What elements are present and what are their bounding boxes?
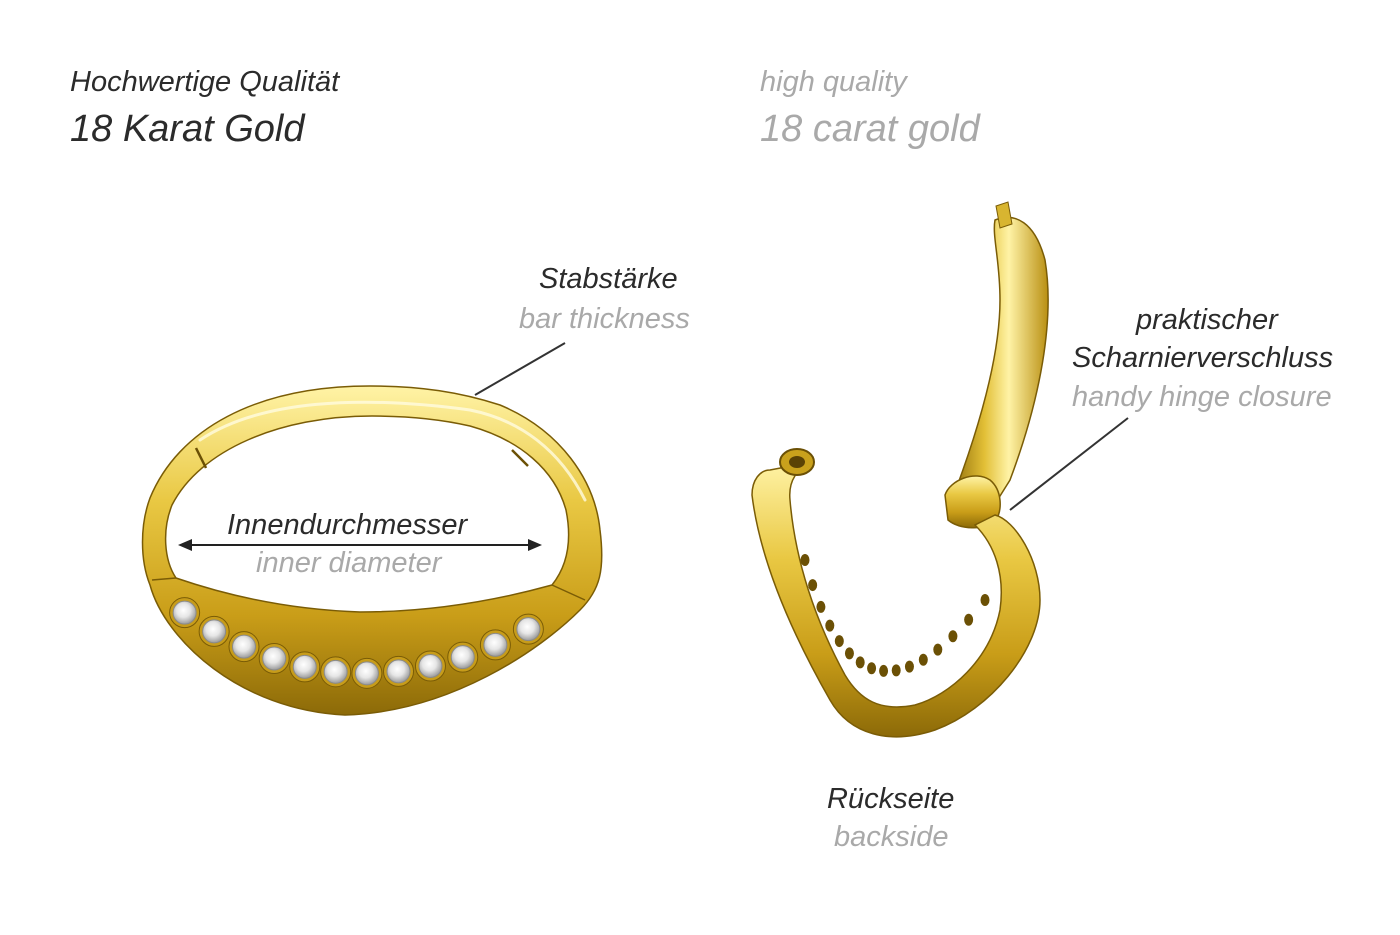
crystal-stone xyxy=(289,651,321,683)
gold-label-en: 18 carat gold xyxy=(760,108,980,150)
backside-setting-hole xyxy=(891,664,901,677)
backside-setting-hole xyxy=(808,579,818,592)
backside-label-en: backside xyxy=(834,821,949,853)
bar-thickness-label-en: bar thickness xyxy=(519,303,690,335)
backside-setting-hole xyxy=(825,619,835,632)
backside-setting-hole xyxy=(948,630,958,643)
gold-label-de: 18 Karat Gold xyxy=(70,108,305,150)
crystal-row xyxy=(169,597,544,689)
backside-setting-hole xyxy=(964,613,974,626)
crystal-stone xyxy=(351,657,383,689)
crystal-stone xyxy=(228,631,260,663)
crystal-stone xyxy=(383,655,415,687)
hinge-leader xyxy=(1009,417,1129,511)
hinge-seam-left xyxy=(194,447,208,469)
backside-setting-hole xyxy=(800,554,810,566)
inner-diameter-arrow xyxy=(178,539,542,551)
hinge-label-de-line1: praktischer xyxy=(1136,304,1278,336)
crystal-band-edge-left xyxy=(151,577,177,581)
backside-label-de: Rückseite xyxy=(827,783,955,815)
crystal-stone xyxy=(447,641,479,673)
quality-label-en: high quality xyxy=(760,66,907,98)
hinge-label-de-line2: Scharnierverschluss xyxy=(1072,342,1334,374)
crystal-stone xyxy=(479,629,511,661)
inner-diameter-label-de: Innendurchmesser xyxy=(227,509,468,541)
hinge-label-en: handy hinge closure xyxy=(1072,381,1332,413)
backside-setting-hole xyxy=(904,660,914,673)
backside-setting-hole xyxy=(879,664,889,677)
backside-setting-hole xyxy=(867,662,877,675)
backside-setting-hole xyxy=(816,600,826,613)
quality-label-de: Hochwertige Qualität xyxy=(70,66,340,98)
side-ring-upper-arm xyxy=(949,216,1049,521)
crystal-stone xyxy=(414,650,446,682)
backside-setting-hole xyxy=(855,656,865,669)
crystal-stone xyxy=(320,656,352,688)
crystal-stone xyxy=(169,597,201,629)
bar-thickness-label-de: Stabstärke xyxy=(539,263,678,295)
ring-highlight xyxy=(198,400,587,502)
backside-setting-hole xyxy=(933,643,943,656)
inner-diameter-label-en: inner diameter xyxy=(256,547,442,579)
side-ring-hinge-knuckle xyxy=(944,475,1001,529)
bar-thickness-leader xyxy=(474,342,566,396)
side-ring-lower-body xyxy=(751,461,1041,738)
crystal-stone xyxy=(258,642,290,674)
backside-setting-hole xyxy=(834,635,844,648)
crystal-stone xyxy=(198,615,230,647)
hinge-seam-right xyxy=(511,449,529,467)
crystal-stone xyxy=(512,613,544,645)
backside-settings xyxy=(800,554,990,677)
backside-setting-hole xyxy=(844,647,854,660)
backside-setting-hole xyxy=(980,594,990,606)
side-ring xyxy=(751,201,1049,738)
side-ring-pin xyxy=(995,201,1013,229)
backside-setting-hole xyxy=(918,653,928,666)
crystal-band-edge-right xyxy=(551,584,586,601)
